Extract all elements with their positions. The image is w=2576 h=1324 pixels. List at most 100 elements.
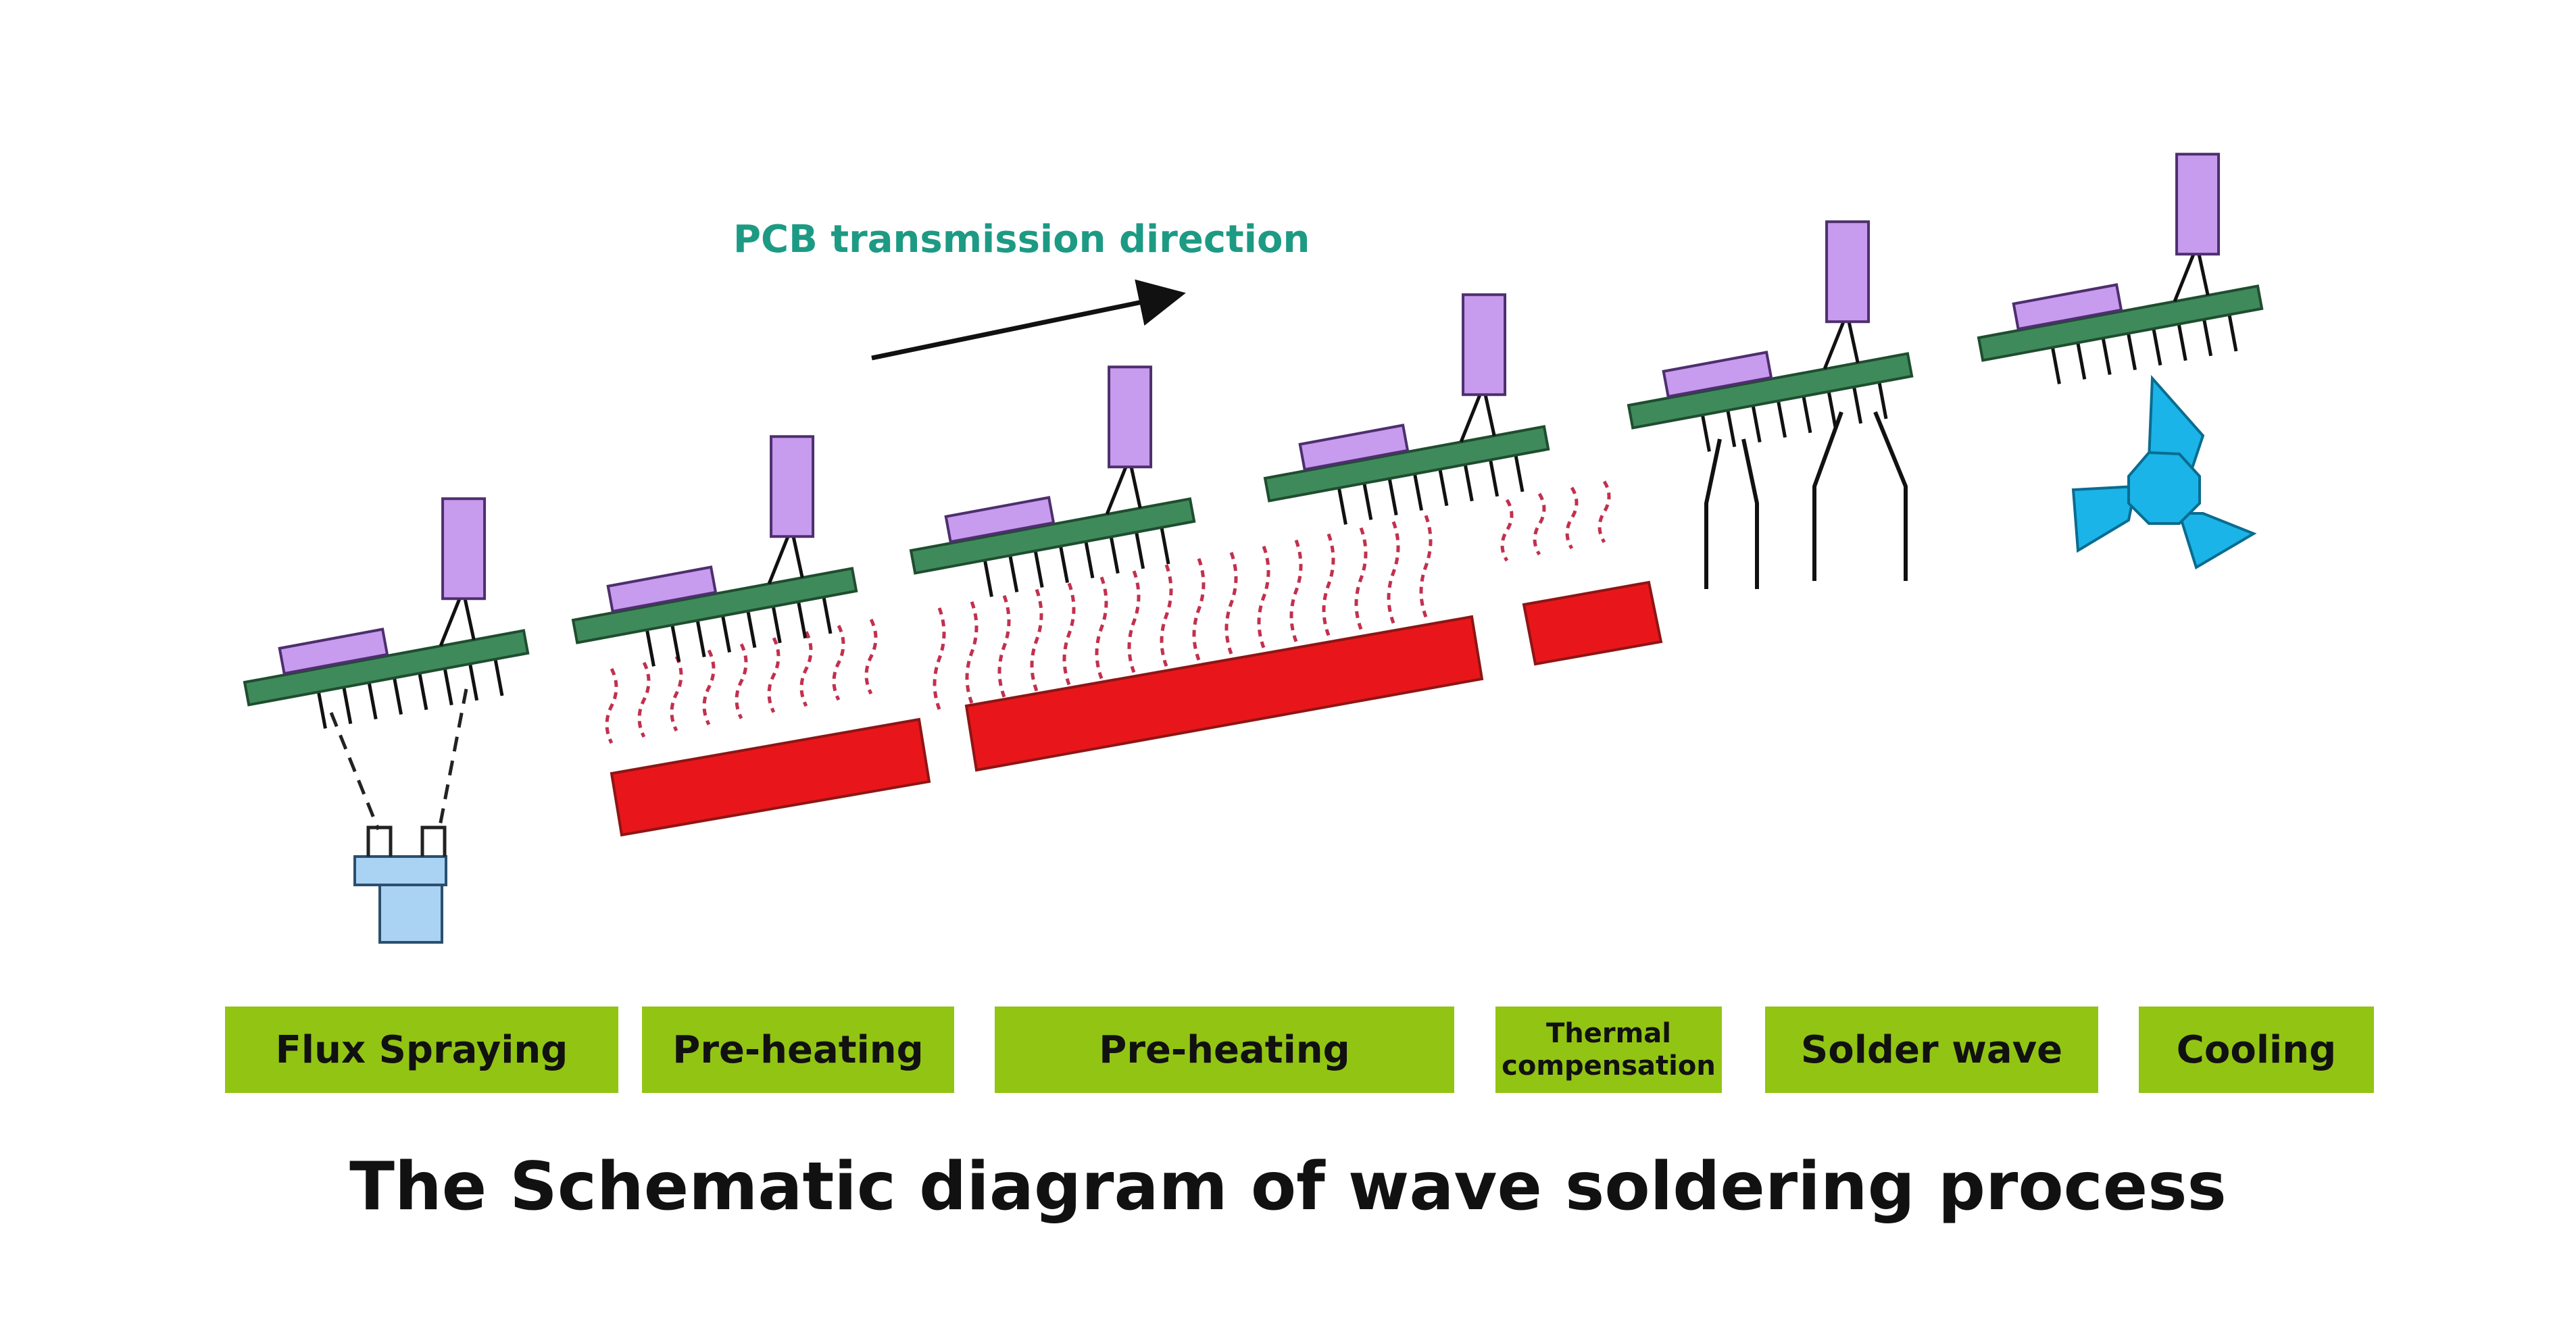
smd-component [1662,351,1773,399]
nozzle-icon [329,688,468,944]
component-lead [2197,253,2210,296]
stage-label-solder-wave: Solder wave [1765,1007,2098,1093]
pcb-pin [1827,391,1837,429]
pcb-pin [2101,337,2112,375]
pcb-pin [367,682,378,719]
heat-wave [1354,527,1368,630]
pcb-pin [1726,409,1737,447]
heat-wave [965,601,979,704]
pcb-assembly [1263,293,1550,525]
pcb-pin [2127,333,2137,371]
pcb-pin [418,673,428,711]
arrow-icon [871,279,1186,361]
heaters [610,580,1663,837]
heat-wave [605,667,618,744]
heat-wave [767,637,781,713]
pcb-pin [342,686,353,724]
heater-preheat-1 [610,717,931,837]
through-hole-component [441,497,487,601]
solder-wave-left-outer [1704,438,1722,589]
through-hole-component [2175,153,2221,256]
heat-wave [1533,492,1546,556]
component-lead [1483,394,1496,436]
component-lead [1129,466,1142,509]
heat-wave [933,607,946,710]
pcb-assembly [1977,153,2264,384]
pcb-pin [721,615,732,653]
pcb-pin [695,619,706,657]
pcb-assembly [909,365,1196,597]
component-lead [1459,394,1482,443]
heat-wave [832,625,845,701]
pcb-pin [1084,541,1095,579]
heat-wave [1030,588,1043,692]
nozzle-head [353,855,447,886]
pcb-pin [1802,396,1812,434]
pcb-pin [1777,401,1787,438]
pcb-pin [1700,414,1711,452]
heat-wave [1095,576,1108,680]
component-lead [463,598,476,640]
pcb-pin [1463,464,1474,502]
pcb-pin [1489,459,1500,497]
heater-thermal-compensation [1522,580,1663,666]
pcb-assembly [571,435,858,667]
pcb-pin [670,624,681,662]
heat-wave [1597,480,1611,543]
pcb-assemblies [243,153,2264,729]
pcb-pin [1362,482,1373,520]
pcb-pin [1751,405,1762,442]
heat-wave [1565,486,1579,550]
pcb-pin [1033,550,1044,588]
heater-preheat-2 [964,615,1484,772]
nozzle-tip-right [420,825,447,857]
component-lead [439,598,462,647]
stage-label-thermal-compensation: Thermal compensation [1495,1007,1722,1093]
pcb-board [1627,352,1914,430]
stage-label-pre-heating-2: Pre-heating [995,1007,1454,1093]
nozzle-tip-left [366,825,393,857]
component-lead [791,536,804,578]
pcb-pin [443,668,453,706]
component-lead [767,536,790,585]
pcb-board [1977,284,2264,362]
heat-wave [702,649,716,725]
pcb-pin [393,678,403,715]
pcb-pin [1438,469,1449,507]
solder-wave-channels [1704,411,1908,589]
pcb-board [1263,425,1550,503]
pcb-board [243,629,530,707]
pcb-assembly [243,497,530,729]
diagram-title: The Schematic diagram of wave soldering … [349,1148,2227,1225]
pcb-pin [983,559,993,597]
pcb-pin [468,663,479,701]
fan-hub [2127,451,2201,525]
heat-wave [1062,582,1076,686]
heat-wave [1500,499,1514,562]
pcb-pin [1387,478,1398,515]
component-lead [1105,466,1128,515]
pcb-pin [1514,455,1525,492]
heat-wave [1160,564,1173,667]
pcb-pin [2227,314,2238,352]
pcb-board [571,567,858,644]
fan-icon [2071,374,2257,570]
heat-wave [1322,533,1335,636]
heat-wave [1387,521,1400,624]
nozzle-body [378,884,443,944]
pcb-pin [2202,319,2213,357]
pcb-pin [771,606,782,644]
transmission-direction-label: PCB transmission direction [733,218,1310,261]
pcb-pin [1059,546,1070,584]
heat-wave [1192,558,1206,661]
smd-component [278,628,389,676]
solder-wave-right-outer [1812,411,1843,581]
heat-wave [799,631,813,707]
pcb-pin [746,611,757,648]
smd-component [944,496,1056,544]
pcb-pin [493,659,504,696]
through-hole-component [1108,365,1153,469]
pcb-pin [822,596,833,634]
pcb-pin [1852,386,1863,424]
